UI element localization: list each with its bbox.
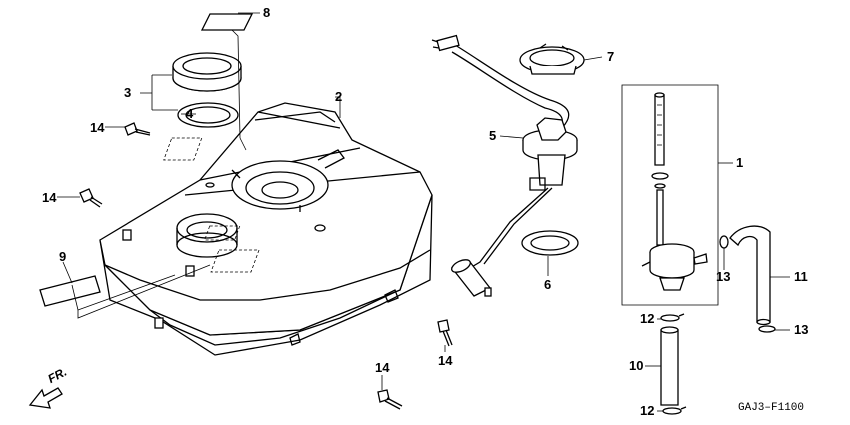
callout-14b: 14 — [42, 190, 57, 205]
callout-9: 9 — [59, 249, 67, 264]
callout-13a: 13 — [716, 269, 731, 284]
callout-12a: 12 — [640, 311, 655, 326]
callout-14c: 14 — [438, 353, 453, 368]
callout-6: 6 — [544, 277, 552, 292]
filler-cap — [172, 52, 242, 92]
callout-14a: 14 — [90, 120, 105, 135]
callout-8: 8 — [263, 5, 271, 20]
tube-clip — [660, 313, 687, 415]
callout-10: 10 — [629, 358, 644, 373]
callout-3: 3 — [124, 85, 132, 100]
callout-13b: 13 — [794, 322, 809, 337]
filler-cap-gasket — [177, 102, 239, 128]
caution-label — [200, 13, 254, 151]
lock-ring — [519, 43, 585, 75]
flange-bolt — [377, 389, 403, 410]
callout-2: 2 — [335, 89, 343, 104]
callout-7: 7 — [607, 49, 615, 64]
fuel-tank — [99, 102, 433, 356]
fuel-label — [39, 264, 211, 319]
flange-bolt — [79, 188, 103, 208]
callout-5: 5 — [489, 128, 497, 143]
callout-12b: 12 — [640, 403, 655, 418]
flange-bolt — [437, 319, 453, 347]
callout-11: 11 — [794, 269, 808, 284]
fuel-unit-packing — [521, 230, 579, 256]
callout-4: 4 — [186, 106, 194, 121]
callout-14d: 14 — [375, 360, 390, 375]
leader-lines — [57, 12, 790, 412]
flange-bolt — [124, 122, 151, 136]
fuel-tube — [660, 326, 679, 406]
callout-1: 1 — [736, 155, 744, 170]
front-arrow-icon — [28, 387, 63, 409]
fuel-unit — [431, 34, 578, 297]
fuel-cock-assembly — [621, 84, 719, 306]
vent-hose — [729, 225, 771, 326]
figure-code: GAJ3–F1100 — [738, 402, 805, 414]
